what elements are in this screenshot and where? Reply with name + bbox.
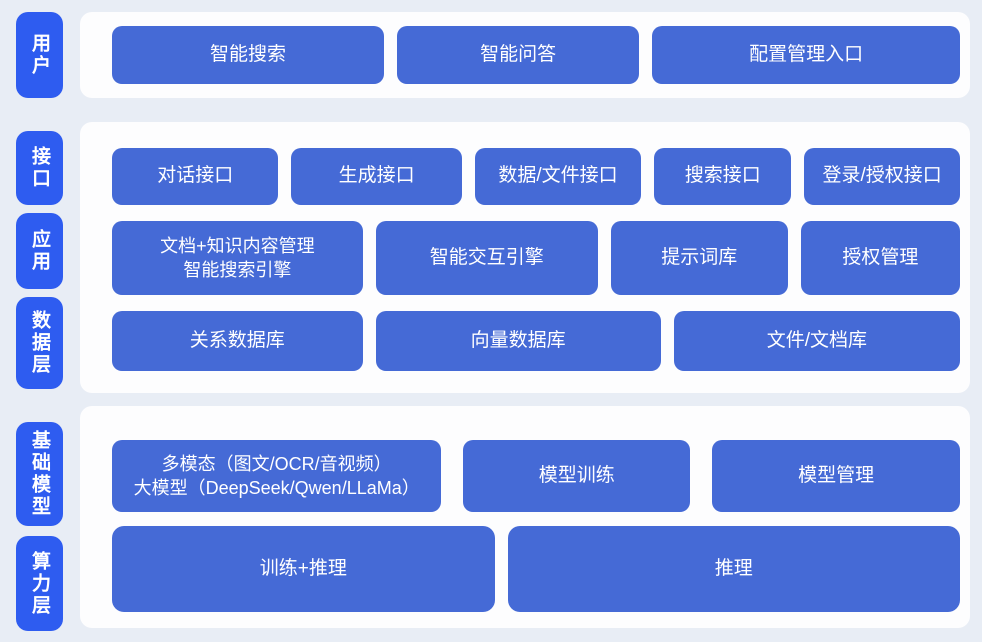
block-training-plus-inference: 训练+推理 xyxy=(112,526,495,612)
block-label: 向量数据库 xyxy=(470,329,566,351)
block-label: 搜索接口 xyxy=(684,165,761,187)
block-config-management-entry: 配置管理入口 xyxy=(652,26,960,84)
layer-pill-user: 用户 xyxy=(16,12,63,98)
block-label: 训练+推理 xyxy=(259,557,347,579)
block-label-line1: 多模态（图文/OCR/音视频） xyxy=(161,453,392,474)
block-label: 智能搜索 xyxy=(210,43,287,65)
layer-pill-compute: 算力层 xyxy=(16,536,63,631)
middle-layers-band: 接口 应用 数据层 对话接口 生成接口 数据/文件接口 搜索接口 登录/授权接 xyxy=(16,122,970,393)
block-label-line2: 智能搜索引擎 xyxy=(183,260,292,280)
interface-layer-row: 对话接口 生成接口 数据/文件接口 搜索接口 登录/授权接口 xyxy=(80,148,970,205)
block-label: 授权管理 xyxy=(842,246,919,268)
middle-layers-panel: 对话接口 生成接口 数据/文件接口 搜索接口 登录/授权接口 文档+知识内容管理 xyxy=(80,122,970,393)
block-label: 配置管理入口 xyxy=(749,43,864,65)
compute-layer-row: 训练+推理 推理 xyxy=(80,526,970,612)
block-login-auth-api: 登录/授权接口 xyxy=(804,148,960,205)
block-data-file-api: 数据/文件接口 xyxy=(474,148,642,205)
block-doc-knowledge-search-engine: 文档+知识内容管理 智能搜索引擎 xyxy=(112,221,363,295)
bottom-layers-panel: 多模态（图文/OCR/音视频） 大模型（DeepSeek/Qwen/LLaMa）… xyxy=(80,406,970,628)
user-layer-labels: 用户 xyxy=(16,12,63,98)
block-label: 模型训练 xyxy=(538,464,615,486)
block-vector-database: 向量数据库 xyxy=(375,311,661,371)
block-label-line1: 文档+知识内容管理 xyxy=(160,235,315,256)
application-layer-row: 文档+知识内容管理 智能搜索引擎 智能交互引擎 提示词库 授权管理 xyxy=(80,221,970,295)
block-authorization-management: 授权管理 xyxy=(800,221,961,295)
foundation-model-row: 多模态（图文/OCR/音视频） 大模型（DeepSeek/Qwen/LLaMa）… xyxy=(80,440,970,512)
bottom-layers-band: 基础模型 算力层 多模态（图文/OCR/音视频） 大模型（DeepSeek/Qw… xyxy=(16,406,970,631)
block-smart-search: 智能搜索 xyxy=(112,26,385,84)
user-layer-band: 用户 智能搜索 智能问答 配置管理入口 xyxy=(16,12,970,98)
block-generation-api: 生成接口 xyxy=(291,148,462,205)
user-layer-panel: 智能搜索 智能问答 配置管理入口 xyxy=(80,12,970,98)
block-label: 数据/文件接口 xyxy=(498,165,618,187)
block-prompt-library: 提示词库 xyxy=(610,221,788,295)
block-inference: 推理 xyxy=(507,526,960,612)
block-label: 提示词库 xyxy=(661,246,738,268)
block-label: 关系数据库 xyxy=(189,329,285,351)
block-label: 登录/授权接口 xyxy=(822,165,942,187)
block-relational-database: 关系数据库 xyxy=(112,311,363,371)
block-search-api: 搜索接口 xyxy=(654,148,792,205)
middle-layers-labels: 接口 应用 数据层 xyxy=(16,122,63,389)
block-smart-interaction-engine: 智能交互引擎 xyxy=(375,221,598,295)
block-label: 文件/文档库 xyxy=(766,329,868,351)
block-label: 智能问答 xyxy=(480,43,557,65)
block-model-management: 模型管理 xyxy=(712,440,960,512)
layer-pill-interface: 接口 xyxy=(16,131,63,205)
block-smart-qa: 智能问答 xyxy=(397,26,640,84)
block-label: 对话接口 xyxy=(157,165,234,187)
block-dialog-api: 对话接口 xyxy=(112,148,279,205)
block-label-line2: 大模型（DeepSeek/Qwen/LLaMa） xyxy=(133,478,420,498)
block-multimodal-llm: 多模态（图文/OCR/音视频） 大模型（DeepSeek/Qwen/LLaMa） xyxy=(112,440,442,512)
block-file-document-store: 文件/文档库 xyxy=(673,311,960,371)
block-model-training: 模型训练 xyxy=(463,440,691,512)
block-label: 智能交互引擎 xyxy=(429,246,544,268)
block-label: 模型管理 xyxy=(798,464,875,486)
bottom-layers-labels: 基础模型 算力层 xyxy=(16,406,63,631)
block-label: 推理 xyxy=(714,557,753,579)
layer-pill-foundation-model: 基础模型 xyxy=(16,422,63,526)
layer-pill-data: 数据层 xyxy=(16,297,63,389)
data-layer-row: 关系数据库 向量数据库 文件/文档库 xyxy=(80,311,970,371)
user-layer-row: 智能搜索 智能问答 配置管理入口 xyxy=(80,26,970,84)
block-label: 生成接口 xyxy=(338,165,415,187)
layer-pill-application: 应用 xyxy=(16,213,63,289)
